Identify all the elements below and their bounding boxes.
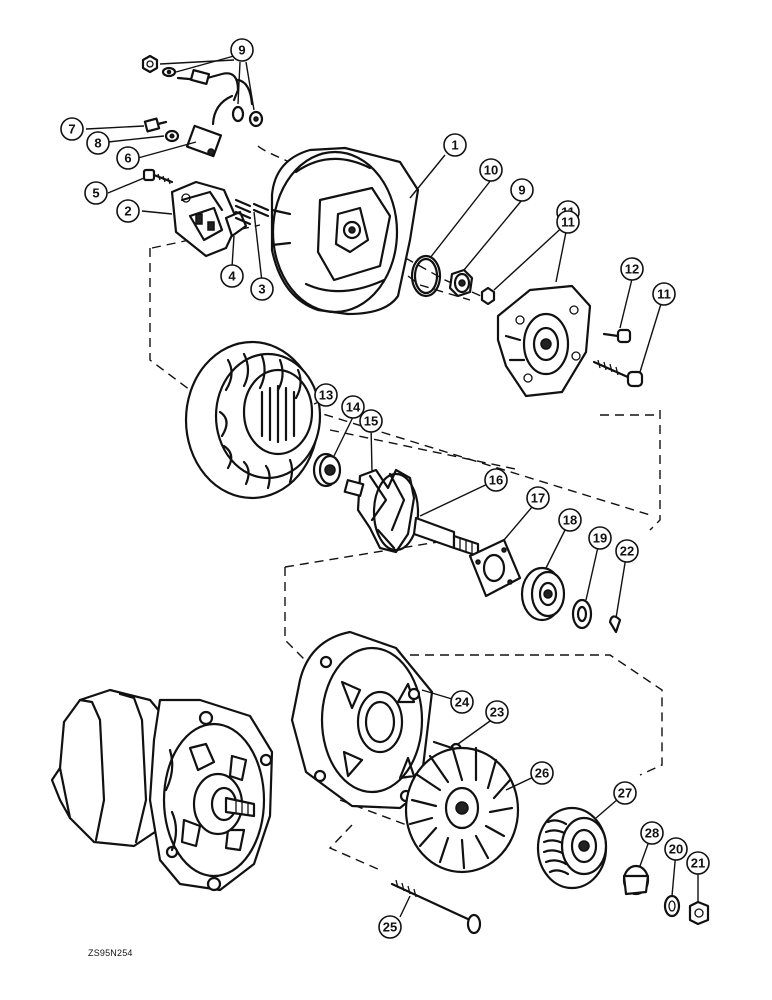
rotor xyxy=(343,468,420,554)
shaft xyxy=(412,516,480,558)
callout-13: 13 xyxy=(314,383,338,407)
callout-number: 9 xyxy=(238,43,245,58)
callout-number: 9 xyxy=(518,183,525,198)
callout-17: 17 xyxy=(526,486,550,510)
callout-1: 1 xyxy=(443,133,467,157)
callout-14: 14 xyxy=(341,395,365,419)
callout-labels: 1234567899101111121113141516171819222324… xyxy=(60,38,710,939)
screw xyxy=(142,168,174,185)
stator xyxy=(184,340,322,500)
drawing-code: ZS95N254 xyxy=(88,948,133,958)
callout-5: 5 xyxy=(84,181,108,205)
callout-4: 4 xyxy=(220,264,244,288)
callout-number: 11 xyxy=(561,215,575,230)
callout-number: 25 xyxy=(383,920,397,935)
callout-16: 16 xyxy=(484,468,508,492)
spacer xyxy=(571,598,593,630)
callout-number: 15 xyxy=(364,414,378,429)
callout-number: 7 xyxy=(68,122,75,137)
bearing-plate xyxy=(468,538,522,598)
callout-7: 7 xyxy=(60,117,84,141)
callout-20: 20 xyxy=(664,837,688,861)
callout-number: 20 xyxy=(669,842,683,857)
callout-24: 24 xyxy=(450,690,474,714)
callout-6: 6 xyxy=(116,146,140,170)
pulley xyxy=(536,806,608,890)
front-bearing xyxy=(520,566,566,622)
callout-11: 11 xyxy=(652,282,676,306)
callout-9: 9 xyxy=(230,38,254,62)
long-bolt xyxy=(592,359,644,388)
callout-21: 21 xyxy=(686,851,710,875)
assembled-alternator xyxy=(50,688,274,892)
callout-23: 23 xyxy=(485,700,509,724)
callout-19: 19 xyxy=(588,526,612,550)
spacer xyxy=(622,864,650,896)
guide-lines xyxy=(149,145,663,871)
callout-number: 21 xyxy=(691,856,705,871)
callout-18: 18 xyxy=(558,508,582,532)
callout-11: 11 xyxy=(556,210,580,234)
callout-10: 10 xyxy=(479,158,503,182)
callout-27: 27 xyxy=(613,781,637,805)
callout-number: 17 xyxy=(531,491,545,506)
callout-number: 24 xyxy=(455,695,470,710)
wire-lead xyxy=(176,68,254,158)
callout-25: 25 xyxy=(378,915,402,939)
nut xyxy=(688,900,710,926)
rectifier-plate xyxy=(480,284,592,398)
o-ring xyxy=(410,254,442,298)
drive-end-housing xyxy=(290,630,434,810)
lock-washer xyxy=(663,894,681,918)
through-bolt xyxy=(390,879,482,935)
callout-number: 27 xyxy=(618,786,632,801)
callout-number: 13 xyxy=(319,388,333,403)
callout-number: 22 xyxy=(620,544,634,559)
callout-26: 26 xyxy=(530,761,554,785)
callout-number: 23 xyxy=(490,705,504,720)
screw xyxy=(602,328,632,344)
callout-number: 28 xyxy=(645,826,659,841)
callout-15: 15 xyxy=(359,409,383,433)
callout-number: 4 xyxy=(228,269,236,284)
callout-2: 2 xyxy=(116,199,140,223)
callout-3: 3 xyxy=(250,277,274,301)
callout-12: 12 xyxy=(620,257,644,281)
bearing xyxy=(312,452,342,488)
callout-number: 12 xyxy=(625,262,639,277)
brush-holder xyxy=(224,210,248,238)
callout-9: 9 xyxy=(510,178,534,202)
alternator-housing xyxy=(270,146,420,316)
callout-number: 1 xyxy=(451,138,458,153)
spring xyxy=(234,198,270,226)
callout-number: 3 xyxy=(258,282,265,297)
callout-number: 6 xyxy=(124,151,131,166)
callout-8: 8 xyxy=(86,131,110,155)
callout-22: 22 xyxy=(615,539,639,563)
callout-number: 11 xyxy=(657,287,671,302)
callout-number: 14 xyxy=(346,400,361,415)
nut-and-washers xyxy=(141,54,264,128)
callout-number: 26 xyxy=(535,766,549,781)
callout-number: 19 xyxy=(593,531,607,546)
screw xyxy=(143,117,180,143)
fan xyxy=(404,744,520,874)
woodruff-key xyxy=(608,615,622,634)
callout-number: 2 xyxy=(124,204,131,219)
callout-number: 5 xyxy=(92,186,99,201)
callout-number: 18 xyxy=(563,513,577,528)
callout-number: 16 xyxy=(489,473,503,488)
callout-number: 8 xyxy=(94,136,101,151)
callout-number: 10 xyxy=(484,163,498,178)
bushing xyxy=(448,268,474,298)
callout-28: 28 xyxy=(640,821,664,845)
